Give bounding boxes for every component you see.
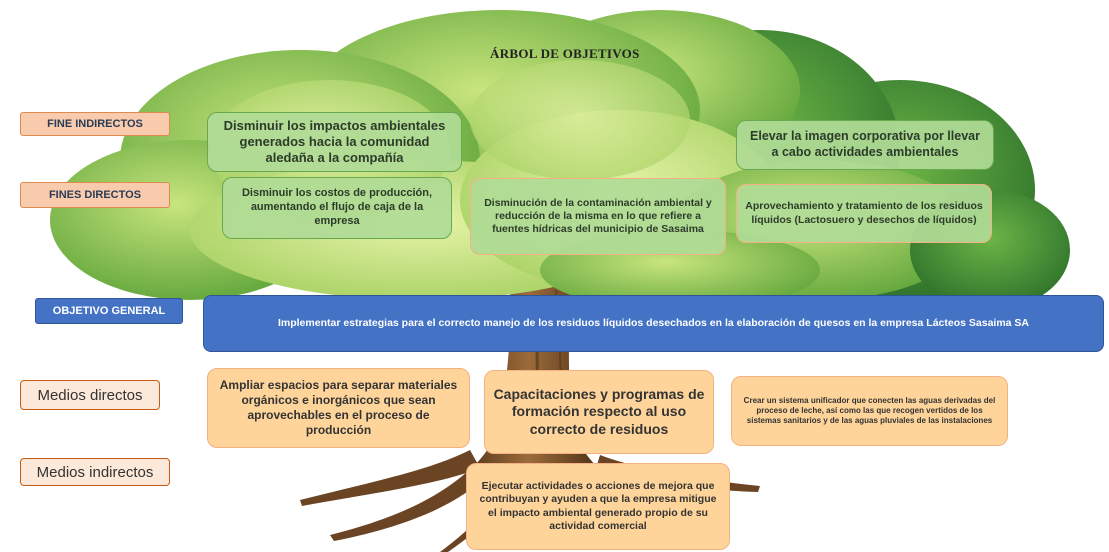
medio-indirecto-box: Ejecutar actividades o acciones de mejor…: [466, 463, 730, 550]
diagram-title: ÁRBOL DE OBJETIVOS: [490, 46, 640, 61]
medio-directo-box: Crear un sistema unificador que conecten…: [731, 376, 1008, 446]
medio-directo-box: Capacitaciones y programas de formación …: [484, 370, 714, 454]
medio-directo-box: Ampliar espacios para separar materiales…: [207, 368, 470, 448]
fin-directo-box: Disminución de la contaminación ambienta…: [470, 178, 726, 255]
label-fines-directos: FINES DIRECTOS: [20, 182, 170, 208]
fin-indirecto-box: Disminuir los impactos ambientales gener…: [207, 112, 462, 172]
label-medios-indirectos: Medios indirectos: [20, 458, 170, 486]
label-fines-indirectos: FINE INDIRECTOS: [20, 112, 170, 136]
fin-indirecto-box: Elevar la imagen corporativa por llevar …: [736, 120, 994, 170]
fin-directo-box: Aprovechamiento y tratamiento de los res…: [736, 184, 992, 243]
fin-directo-box: Disminuir los costos de producción, aume…: [222, 177, 452, 239]
label-objetivo-general: OBJETIVO GENERAL: [35, 298, 183, 324]
objetivo-general-box: Implementar estrategias para el correcto…: [203, 295, 1104, 352]
label-medios-directos: Medios directos: [20, 380, 160, 410]
